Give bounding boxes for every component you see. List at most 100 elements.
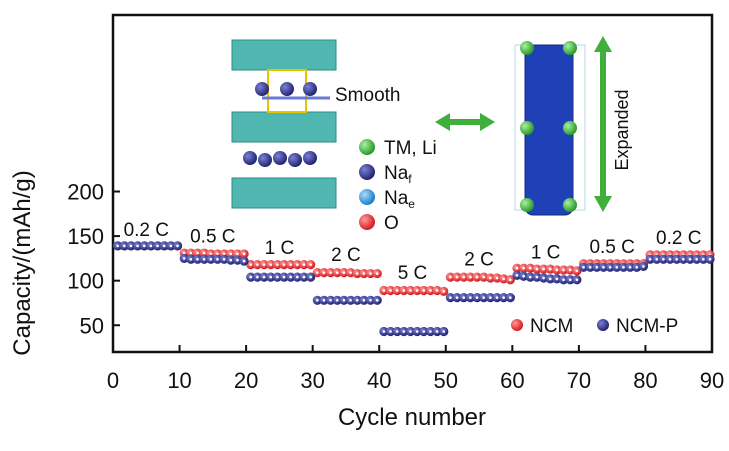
point-highlight: [282, 275, 286, 279]
point-highlight: [708, 257, 712, 261]
point-highlight: [202, 251, 206, 255]
point-highlight: [236, 258, 239, 262]
vertical-double-arrow-icon: [594, 36, 612, 212]
point-highlight: [282, 263, 286, 266]
rate-label: 0.5 C: [589, 237, 634, 258]
point-highlight: [402, 289, 406, 292]
point-highlight: [475, 296, 479, 299]
point-highlight: [209, 257, 213, 261]
point-highlight: [449, 296, 452, 299]
point-highlight: [415, 330, 419, 333]
point-highlight: [216, 257, 219, 261]
point-highlight: [615, 266, 619, 269]
point-highlight: [575, 278, 579, 282]
point-highlight: [222, 252, 226, 256]
point-highlight: [482, 296, 486, 299]
point-highlight: [369, 298, 372, 302]
point-highlight: [509, 296, 512, 299]
point-highlight: [382, 330, 386, 333]
point-highlight: [608, 266, 612, 269]
point-highlight: [209, 252, 213, 256]
point-highlight: [269, 263, 273, 266]
point-highlight: [202, 257, 206, 261]
point-highlight: [256, 263, 259, 266]
point-highlight: [642, 265, 645, 268]
point-highlight: [316, 271, 319, 274]
point-highlight: [462, 296, 466, 299]
point-highlight: [123, 244, 126, 248]
point-highlight: [602, 266, 605, 269]
tm-li-marker: [359, 139, 375, 155]
point-highlight: [176, 244, 179, 248]
point-highlight: [149, 244, 153, 248]
point-highlight: [169, 244, 173, 248]
series-legend: NCM NCM-P: [511, 316, 678, 337]
point-highlight: [442, 330, 446, 333]
point-highlight: [342, 271, 346, 274]
point-highlight: [422, 289, 426, 292]
point-highlight: [429, 330, 432, 333]
o-marker: [359, 214, 375, 230]
point-highlight: [189, 251, 193, 255]
y-tick-label: 50: [80, 313, 104, 338]
legend-o: O: [384, 213, 399, 234]
point-highlight: [302, 263, 306, 266]
point-highlight: [296, 275, 299, 279]
point-highlight: [522, 274, 525, 278]
legend-ncm: NCM: [530, 316, 573, 337]
point-highlight: [369, 272, 372, 275]
rate-label: 2 C: [331, 245, 361, 266]
point-highlight: [322, 271, 326, 274]
point-highlight: [429, 289, 432, 292]
x-tick-label: 50: [434, 368, 458, 393]
point-highlight: [455, 275, 459, 279]
point-highlight: [548, 277, 552, 281]
point-highlight: [482, 275, 486, 279]
x-tick-label: 10: [167, 368, 191, 393]
rate-label: 0.2 C: [656, 228, 701, 249]
point-highlight: [296, 263, 299, 266]
point-highlight: [116, 244, 119, 248]
point-highlight: [242, 259, 246, 263]
point-highlight: [668, 257, 672, 261]
point-highlight: [535, 267, 539, 271]
rate-label: 0.5 C: [190, 226, 235, 247]
point-highlight: [222, 257, 226, 261]
point-highlight: [568, 268, 572, 272]
legend-ncm-p: NCM-P: [616, 316, 678, 337]
point-highlight: [688, 257, 692, 261]
point-highlight: [269, 275, 273, 279]
na-f-marker: [359, 164, 375, 180]
x-tick-label: 60: [500, 368, 524, 393]
point-highlight: [229, 258, 233, 262]
point-highlight: [655, 257, 659, 261]
point-highlight: [562, 278, 565, 282]
point-highlight: [489, 276, 492, 280]
point-highlight: [402, 330, 406, 333]
point-highlight: [349, 298, 352, 302]
point-highlight: [309, 275, 312, 279]
double-arrow-icon: [435, 113, 495, 131]
point-highlight: [422, 330, 426, 333]
point-highlight: [502, 277, 505, 281]
point-highlight: [535, 275, 539, 279]
crystal-structure-smooth-inset: [231, 39, 337, 209]
point-highlight: [302, 275, 306, 279]
point-highlight: [455, 296, 459, 299]
point-highlight: [129, 244, 133, 248]
point-highlight: [695, 257, 698, 261]
legend-marker-ncm: [511, 319, 523, 331]
point-highlight: [289, 275, 293, 279]
rate-label: 1 C: [531, 242, 561, 263]
rate-label: 0.2 C: [124, 220, 169, 241]
point-highlight: [236, 252, 239, 256]
point-highlight: [515, 274, 519, 277]
point-highlight: [529, 275, 532, 279]
point-highlight: [256, 275, 259, 279]
point-highlight: [316, 298, 319, 302]
legend-na-f: Naf: [384, 163, 412, 186]
point-highlight: [242, 252, 246, 256]
